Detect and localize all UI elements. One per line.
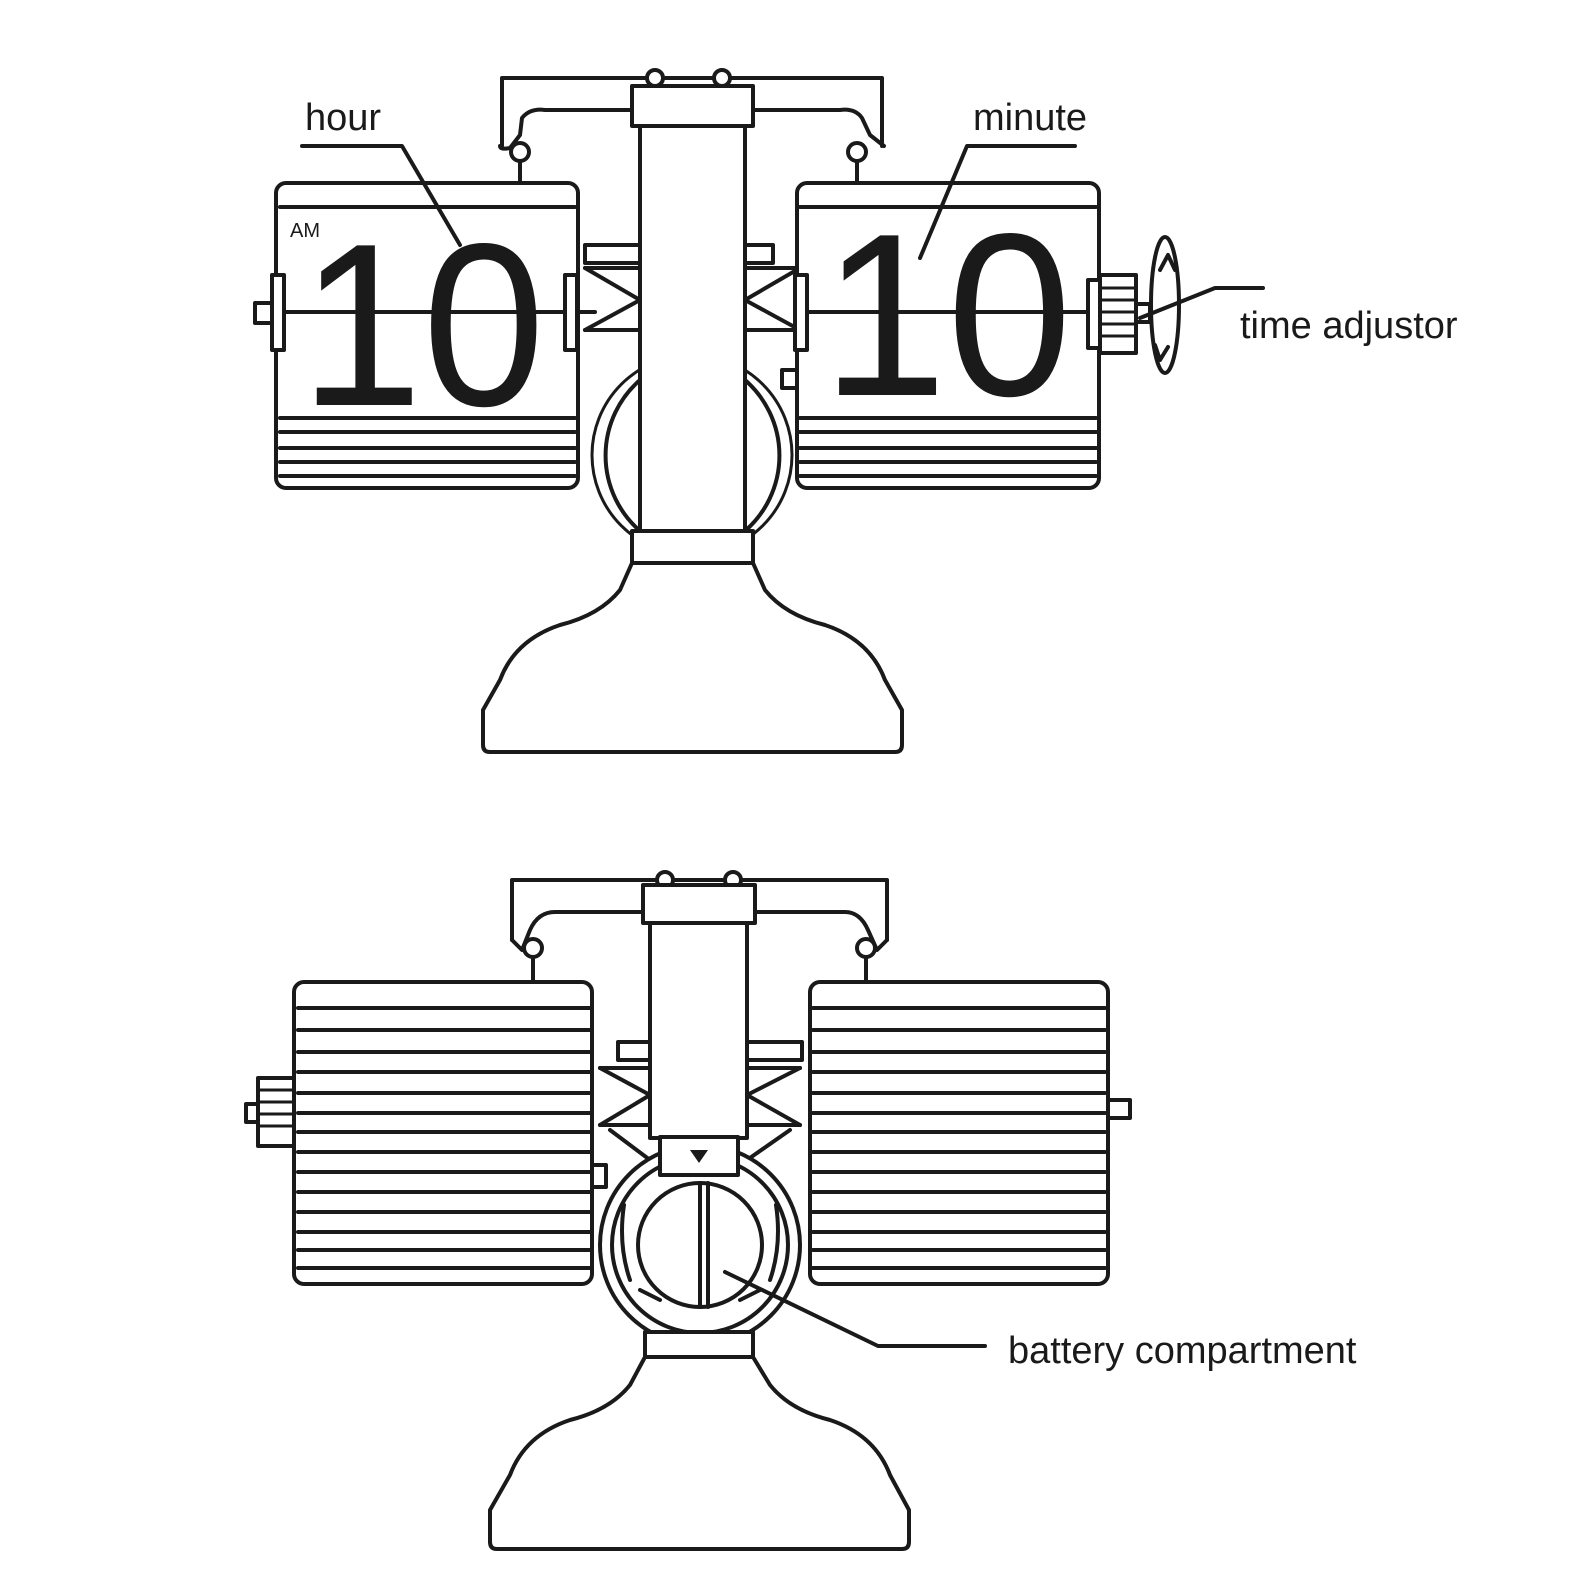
back-central-column: [598, 883, 804, 1162]
label-minute: minute: [973, 97, 1087, 139]
label-battery-compartment: battery compartment: [1008, 1330, 1357, 1372]
label-hour: hour: [305, 97, 381, 139]
hour-flip-unit: AM 10: [253, 181, 597, 490]
rotation-arrow-icon: [1149, 235, 1181, 375]
arrow-down-icon: [690, 1150, 708, 1163]
minute-digits: 10: [822, 186, 1072, 445]
back-labels: battery compartment: [723, 1270, 1357, 1372]
front-central-column: [583, 84, 802, 565]
back-base: [488, 1330, 911, 1551]
battery-compartment: [598, 1135, 802, 1347]
back-top-bracket: [510, 870, 889, 984]
back-right-flip-unit: [808, 980, 1132, 1286]
minute-flip-unit: 10: [780, 181, 1101, 490]
time-adjustor-knob: [1086, 235, 1181, 375]
front-base: [481, 561, 904, 754]
front-view: AM 10 10: [253, 68, 1458, 754]
label-time-adjustor: time adjustor: [1240, 305, 1458, 347]
hour-digits: 10: [300, 196, 545, 455]
front-labels: hour minute time adjustor: [300, 97, 1458, 347]
back-left-flip-unit: [244, 980, 608, 1286]
ampm-indicator: AM: [290, 220, 320, 242]
back-view: battery compartment: [244, 870, 1357, 1551]
